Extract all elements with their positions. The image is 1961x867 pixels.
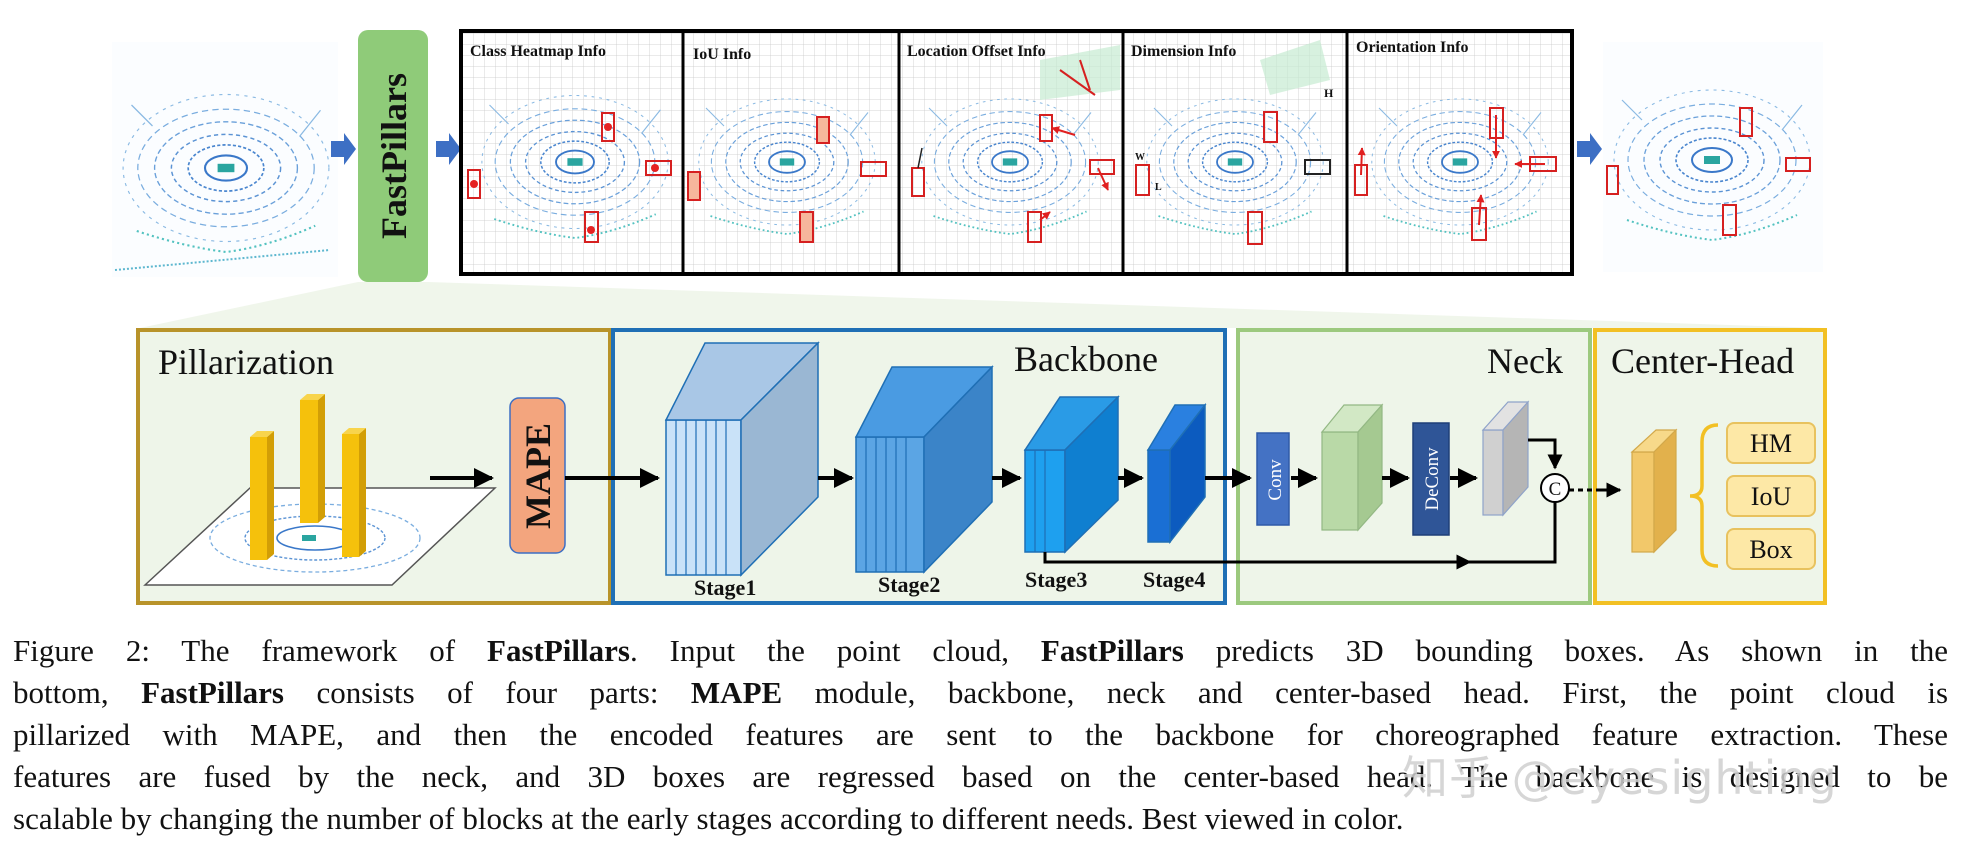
iou-output-label: IoU	[1751, 482, 1792, 511]
neck-feature-block-1	[1320, 403, 1384, 532]
panel-class-heatmap: Class Heatmap Info	[467, 43, 672, 243]
concat-label: C	[1549, 479, 1562, 500]
deconv-block: DeConv	[1412, 422, 1450, 536]
stage2-block	[854, 365, 994, 574]
stage1-block	[664, 341, 820, 577]
caption-line: scalable by changing the number of block…	[13, 798, 1948, 840]
hm-output-label: HM	[1750, 429, 1792, 458]
stage4-label: Stage4	[1143, 567, 1205, 592]
stage3-label: Stage3	[1025, 567, 1087, 592]
caption-bold-run: FastPillars	[141, 675, 284, 710]
panel-title: Orientation Info	[1356, 39, 1468, 56]
dim-mark-l: L	[1155, 182, 1162, 193]
figure-caption: Figure 2: The framework of FastPillars. …	[13, 630, 1948, 840]
panel-title: Class Heatmap Info	[470, 43, 606, 60]
caption-line: bottom, FastPillars consists of four par…	[13, 672, 1948, 714]
stage1-label: Stage1	[694, 575, 756, 600]
caption-run: features are fused by the neck, and 3D b…	[13, 759, 1948, 794]
caption-bold-run: FastPillars	[487, 633, 630, 668]
caption-bold-run: MAPE	[690, 675, 783, 710]
caption-run: pillarized with MAPE, and then the encod…	[13, 717, 1948, 752]
neck-title: Neck	[1487, 341, 1563, 381]
caption-run: consists of four parts:	[284, 675, 691, 710]
panel-title: Dimension Info	[1131, 43, 1236, 60]
caption-run: bottom,	[13, 675, 142, 710]
pillar-scene	[143, 394, 497, 586]
caption-bold-run: FastPillars	[1040, 633, 1184, 668]
info-panels: Class Heatmap Info IoU Info Location Off…	[459, 29, 1574, 276]
input-arrow-icon	[331, 133, 356, 165]
framework-figure: FastPillars Class Heatmap Info IoU Info	[112, 29, 1827, 605]
caption-run: . Input the point cloud,	[629, 633, 1041, 668]
head-title: Center-Head	[1611, 341, 1794, 381]
neck-to-concat	[1528, 438, 1563, 470]
concat-node	[1540, 473, 1570, 503]
head-feature-block	[1630, 428, 1678, 554]
mape-module: MAPE	[509, 397, 566, 554]
stage2-label: Stage2	[878, 572, 940, 597]
mape-label: MAPE	[518, 423, 558, 529]
caption-run: Figure 2: The framework of	[13, 633, 488, 668]
panel-location-offset: Location Offset Info	[907, 43, 1120, 243]
box-output-box	[1726, 528, 1816, 570]
caption-line: Figure 2: The framework of FastPillars. …	[13, 630, 1948, 672]
caption-run: scalable by changing the number of block…	[13, 801, 1404, 836]
skip-connection	[1043, 502, 1557, 564]
conv-block: Conv	[1256, 432, 1290, 526]
dim-mark-w: W	[1135, 152, 1145, 163]
neck-feature-block-2	[1481, 400, 1530, 517]
pillarization-title: Pillarization	[158, 342, 334, 382]
watermark: 知乎 @eyesighting	[1402, 751, 1838, 805]
box-output-label: Box	[1749, 535, 1792, 564]
panel-iou: IoU Info	[687, 46, 887, 243]
output-point-cloud	[1603, 42, 1823, 272]
fastpillars-block: FastPillars	[358, 30, 428, 282]
fastpillars-label: FastPillars	[374, 73, 414, 239]
caption-line: features are fused by the neck, and 3D b…	[13, 756, 1948, 798]
input-point-cloud	[112, 42, 338, 277]
conv-label: Conv	[1265, 459, 1286, 501]
head-outputs: HM IoU Box	[1726, 422, 1816, 570]
caption-run: predicts 3D bounding boxes. As shown in …	[1183, 633, 1948, 668]
head-brace	[1689, 423, 1719, 568]
dim-mark-h: H	[1324, 86, 1334, 100]
fastpillars-arrow-icon	[436, 133, 461, 165]
hm-output-box	[1726, 422, 1816, 464]
panel-title: IoU Info	[693, 46, 751, 63]
zoom-connector	[140, 282, 1822, 328]
caption-run: module, backbone, neck and center-based …	[782, 675, 1949, 710]
caption-line: pillarized with MAPE, and then the encod…	[13, 714, 1948, 756]
stage3-block	[1023, 395, 1120, 554]
deconv-label: DeConv	[1422, 447, 1443, 511]
panel-title: Location Offset Info	[907, 43, 1046, 60]
panel-orientation: Orientation Info	[1354, 39, 1557, 241]
panel-dimension: Dimension Info H W L	[1131, 40, 1334, 245]
output-arrow-icon	[1577, 133, 1602, 165]
iou-output-box	[1726, 475, 1816, 517]
backbone-title: Backbone	[1014, 339, 1158, 379]
stage4-block	[1146, 402, 1207, 545]
